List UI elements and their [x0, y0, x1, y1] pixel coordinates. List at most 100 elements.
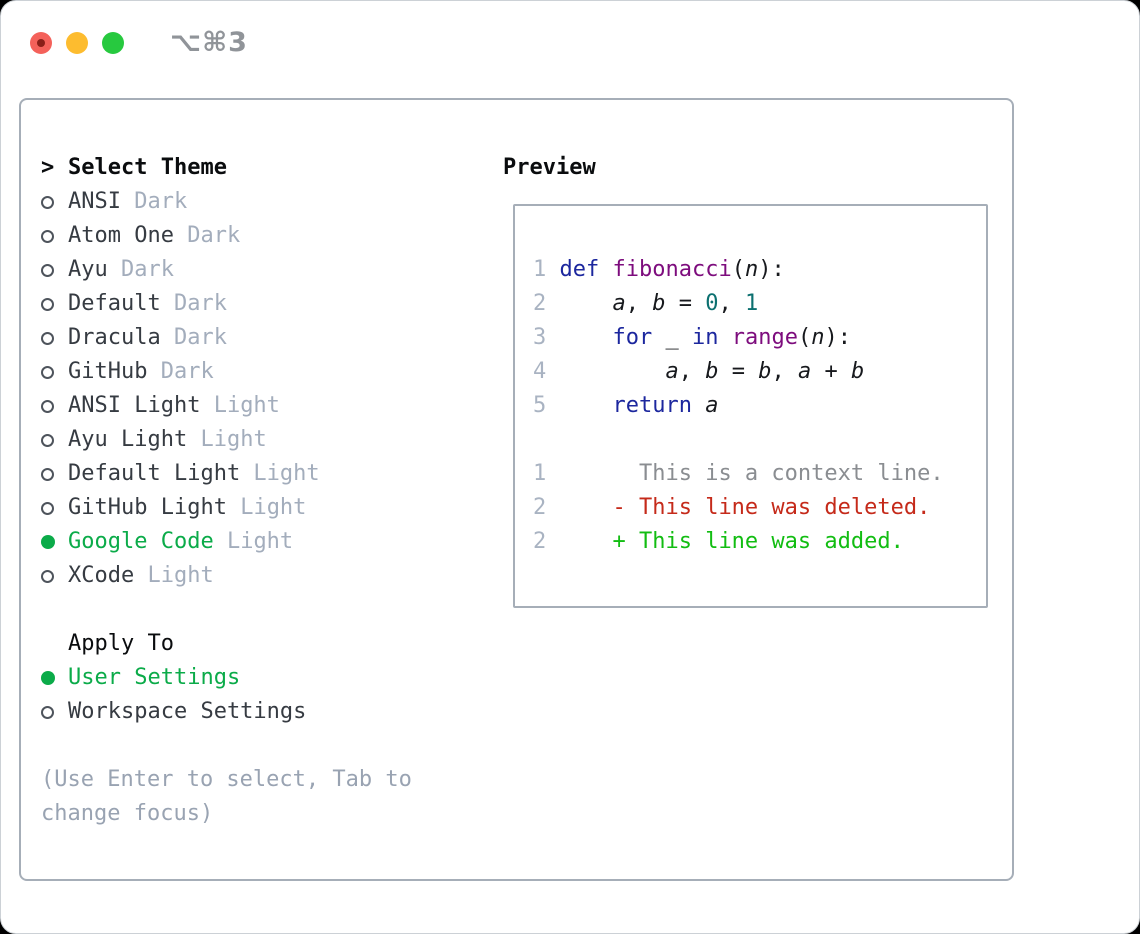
code-token: _ [652, 325, 692, 350]
theme-option[interactable]: Default Light Light [41, 457, 481, 491]
radio-icon [41, 705, 54, 719]
code-token: ( [731, 257, 745, 282]
code-token: return [612, 393, 692, 418]
theme-option[interactable]: Ayu Dark [41, 253, 481, 287]
line-number: 2 [533, 495, 560, 520]
apply-to-header: Apply To [68, 631, 174, 656]
code-token [560, 325, 613, 350]
theme-variant: Dark [173, 223, 241, 248]
radio-icon [41, 501, 54, 515]
theme-variant: Dark [147, 359, 214, 384]
code-token: for [612, 325, 653, 350]
zoom-button[interactable] [102, 31, 124, 54]
line-number: 1 [533, 461, 560, 486]
apply-to-label: Workspace Settings [68, 699, 307, 724]
theme-name: Atom One [68, 223, 174, 248]
minimize-button[interactable] [66, 31, 88, 54]
code-line: 3 for _ in range(n): [533, 321, 986, 355]
theme-name: ANSI Light [68, 393, 201, 418]
theme-name: Google Code [68, 529, 214, 554]
radio-selected-icon [41, 535, 55, 549]
code-token: - This line was deleted. [559, 495, 931, 520]
theme-name: XCode [68, 563, 135, 588]
theme-option[interactable]: GitHub Dark [41, 355, 481, 389]
theme-variant: Light [200, 393, 280, 418]
radio-icon [41, 399, 54, 413]
theme-variant: Light [187, 427, 267, 452]
radio-icon [41, 365, 54, 379]
radio-column [41, 569, 68, 583]
theme-option[interactable]: Ayu Light Light [41, 423, 481, 457]
code-token: n [811, 325, 825, 350]
code-line: 5 return a [533, 389, 986, 423]
keyboard-hint: (Use Enter to select, Tab to change focu… [41, 767, 412, 826]
code-token: ): [758, 257, 785, 282]
theme-variant: Light [213, 529, 294, 554]
theme-option[interactable]: Atom One Dark [41, 219, 481, 253]
theme-variant: Dark [160, 291, 227, 316]
radio-column [41, 297, 68, 311]
theme-variant: Dark [120, 189, 188, 214]
theme-name: Default Light [68, 461, 241, 486]
apply-to-header-row: Apply To [41, 627, 481, 661]
line-number: 2 [533, 529, 560, 554]
theme-variant: Dark [107, 257, 174, 282]
theme-option[interactable]: GitHub Light Light [41, 491, 481, 525]
theme-option[interactable]: ANSI Light Light [41, 389, 481, 423]
radio-icon [41, 263, 54, 277]
code-line: 1 def fibonacci(n): [533, 253, 986, 287]
line-number: 1 [533, 257, 560, 282]
code-token: b [705, 359, 719, 384]
select-theme-header: Select Theme [68, 155, 227, 180]
line-number: 3 [533, 325, 560, 350]
code-token [560, 291, 613, 316]
code-token: range [731, 325, 798, 350]
code-token: a [665, 359, 679, 384]
apply-to-option[interactable]: Workspace Settings [41, 695, 481, 729]
code-token [560, 393, 613, 418]
line-number: 2 [533, 291, 560, 316]
theme-option[interactable]: Dracula Dark [41, 321, 481, 355]
code-token: = [718, 359, 759, 384]
code-token: , [625, 291, 653, 316]
radio-column [41, 229, 68, 243]
apply-to-option[interactable]: User Settings [41, 661, 481, 695]
code-token: in [691, 325, 719, 350]
radio-column [41, 263, 68, 277]
theme-name: Ayu Light [68, 427, 188, 452]
code-token: This is a context line. [559, 461, 944, 486]
close-button[interactable] [30, 31, 52, 54]
radio-selected-icon [41, 671, 55, 685]
code-token: , [771, 359, 798, 384]
close-dot-icon [37, 38, 45, 47]
theme-option[interactable]: XCode Light [41, 559, 481, 593]
radio-column [41, 331, 68, 345]
code-token: a [797, 359, 812, 384]
code-token: ): [824, 325, 851, 350]
radio-column [41, 467, 68, 481]
radio-icon [41, 331, 54, 345]
code-token: a [612, 291, 626, 316]
window-title: ⌥⌘3 [170, 27, 248, 58]
code-token: n [744, 257, 759, 282]
spacer [41, 593, 481, 627]
radio-column [41, 671, 68, 685]
theme-name: Default [68, 291, 161, 316]
radio-column [41, 365, 68, 379]
code-token: b [850, 359, 865, 384]
theme-option[interactable]: Google Code Light [41, 525, 481, 559]
code-line: 4 a, b = b, a + b [533, 355, 986, 389]
theme-option[interactable]: ANSI Dark [41, 185, 481, 219]
radio-column [41, 399, 68, 413]
code-line: 1 This is a context line. [533, 457, 986, 491]
theme-variant: Light [240, 461, 320, 486]
theme-name: ANSI [68, 189, 121, 214]
theme-option[interactable]: Default Dark [41, 287, 481, 321]
apply-to-label: User Settings [68, 665, 241, 690]
theme-variant: Light [134, 563, 214, 588]
